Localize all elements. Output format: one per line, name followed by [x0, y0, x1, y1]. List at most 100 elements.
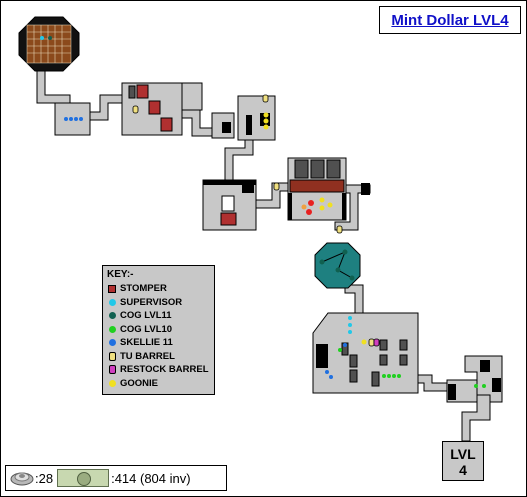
supervisor-marker: [348, 316, 352, 320]
map-title-box: Mint Dollar LVL4: [379, 6, 521, 34]
stomper: [220, 212, 237, 226]
key-item-label: TU BARREL: [120, 350, 175, 362]
pillar: [310, 159, 325, 179]
pillar: [326, 159, 341, 179]
cog-lvl10-marker: [397, 374, 401, 378]
stomper: [136, 84, 149, 99]
cog-lvl11-marker: [349, 275, 355, 281]
key-item: GOONIE: [107, 377, 211, 391]
pillar: [379, 339, 388, 351]
supervisor-marker: [348, 330, 352, 334]
skellie-marker: [343, 343, 347, 347]
room: [181, 82, 203, 111]
cog-lvl10-marker: [474, 384, 478, 388]
goonie-marker: [263, 118, 269, 124]
skellie-marker: [74, 117, 78, 121]
restock-barrel-marker: [373, 338, 380, 347]
pillar: [128, 85, 136, 99]
stomper-icon: [107, 284, 117, 294]
key-item-label: SKELLIE 11: [120, 337, 173, 349]
pillar: [399, 339, 408, 351]
key-item: SUPERVISOR: [107, 296, 211, 310]
goonie-marker: [319, 197, 325, 203]
corridor: [417, 374, 448, 392]
cog-lvl10-marker: [482, 384, 486, 388]
supervisor-marker: [348, 323, 352, 327]
corridor: [89, 94, 123, 121]
machine: [448, 384, 456, 400]
machine: [222, 122, 231, 133]
key-item-label: GOONIE: [120, 377, 159, 389]
key-item: TU BARREL: [107, 350, 211, 364]
key-item: STOMPER: [107, 282, 211, 296]
conveyor: [289, 179, 345, 193]
tu-barrel-marker: [132, 105, 139, 114]
cog-lvl11-marker: [319, 259, 325, 265]
cog-lvl11-marker: [48, 36, 52, 40]
machine: [492, 378, 501, 392]
goonie-marker: [327, 202, 333, 208]
skellie-marker: [325, 370, 329, 374]
map-title-link[interactable]: Mint Dollar LVL4: [391, 11, 509, 29]
machine: [361, 183, 370, 195]
skellie-marker: [69, 117, 73, 121]
cog-lvl10-marker: [382, 374, 386, 378]
key-item: COG LVL10: [107, 323, 211, 337]
corridor: [255, 182, 289, 209]
barrel-icon: [107, 365, 117, 375]
elevator-room: [314, 242, 361, 289]
cog-lvl10-marker: [387, 374, 391, 378]
money-bill-icon: [57, 469, 110, 487]
status-bar: :28 :414 (804 inv): [5, 465, 227, 491]
tu-barrel-marker: [273, 182, 280, 191]
pillar: [371, 371, 380, 387]
pillar: [349, 369, 358, 383]
tu-barrel-marker: [262, 94, 269, 103]
pillar: [379, 354, 388, 366]
exit-room-line1: LVL: [450, 446, 476, 462]
skellie-marker: [79, 117, 83, 121]
dot-icon: [107, 297, 117, 307]
exit-room: LVL 4: [442, 441, 484, 481]
machine: [246, 115, 252, 135]
cog-icon: [10, 472, 34, 486]
cog-count: :28: [35, 470, 54, 486]
box-marker: [221, 195, 235, 212]
tu-barrel-marker: [368, 338, 375, 347]
stomper: [160, 117, 173, 132]
exit-room-line2: 4: [459, 462, 467, 478]
lobby-floor: [26, 24, 72, 64]
goonie-marker: [361, 339, 367, 345]
cog-lvl10-marker: [338, 348, 342, 352]
key-item-label: COG LVL11: [120, 310, 172, 322]
wall-strip: [288, 193, 292, 220]
enemy-marker: [301, 204, 307, 210]
dot-icon: [107, 338, 117, 348]
cog-lvl11-marker: [342, 249, 348, 255]
dot-icon: [107, 378, 117, 388]
goonie-marker: [319, 205, 325, 211]
barrel-icon: [107, 351, 117, 361]
corridor: [224, 139, 254, 186]
goonie-marker: [263, 124, 269, 130]
key-heading: KEY:-: [107, 269, 134, 280]
pillar: [294, 159, 309, 179]
supervisor-marker: [40, 36, 44, 40]
stairs: [316, 344, 328, 368]
key-item-label: COG LVL10: [120, 323, 173, 335]
key-item-label: SUPERVISOR: [120, 296, 183, 308]
machine: [480, 360, 490, 372]
wall-strip: [342, 193, 346, 220]
elevator-path: [321, 251, 353, 279]
enemy-marker: [308, 200, 314, 206]
room: [312, 312, 419, 394]
pillar: [349, 354, 358, 368]
goonie-marker: [263, 112, 269, 118]
pillar: [399, 354, 408, 366]
key-item: COG LVL11: [107, 309, 211, 323]
enemy-marker: [306, 209, 312, 215]
